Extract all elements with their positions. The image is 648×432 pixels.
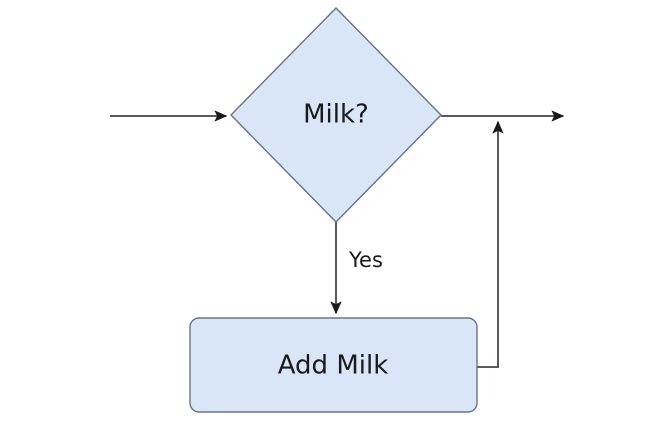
- edge-label-yes: Yes: [348, 248, 383, 272]
- decision-milk-label: Milk?: [303, 100, 369, 130]
- connector-return-path: [477, 120, 504, 368]
- node-process-add-milk[interactable]: Add Milk: [189, 317, 478, 413]
- process-rectangle-shape: [189, 317, 478, 413]
- process-add-milk-label: Add Milk: [278, 351, 389, 381]
- decision-diamond-shape: [230, 7, 442, 223]
- node-decision-milk[interactable]: Milk?: [230, 7, 442, 223]
- connector-return-line: [477, 120, 504, 368]
